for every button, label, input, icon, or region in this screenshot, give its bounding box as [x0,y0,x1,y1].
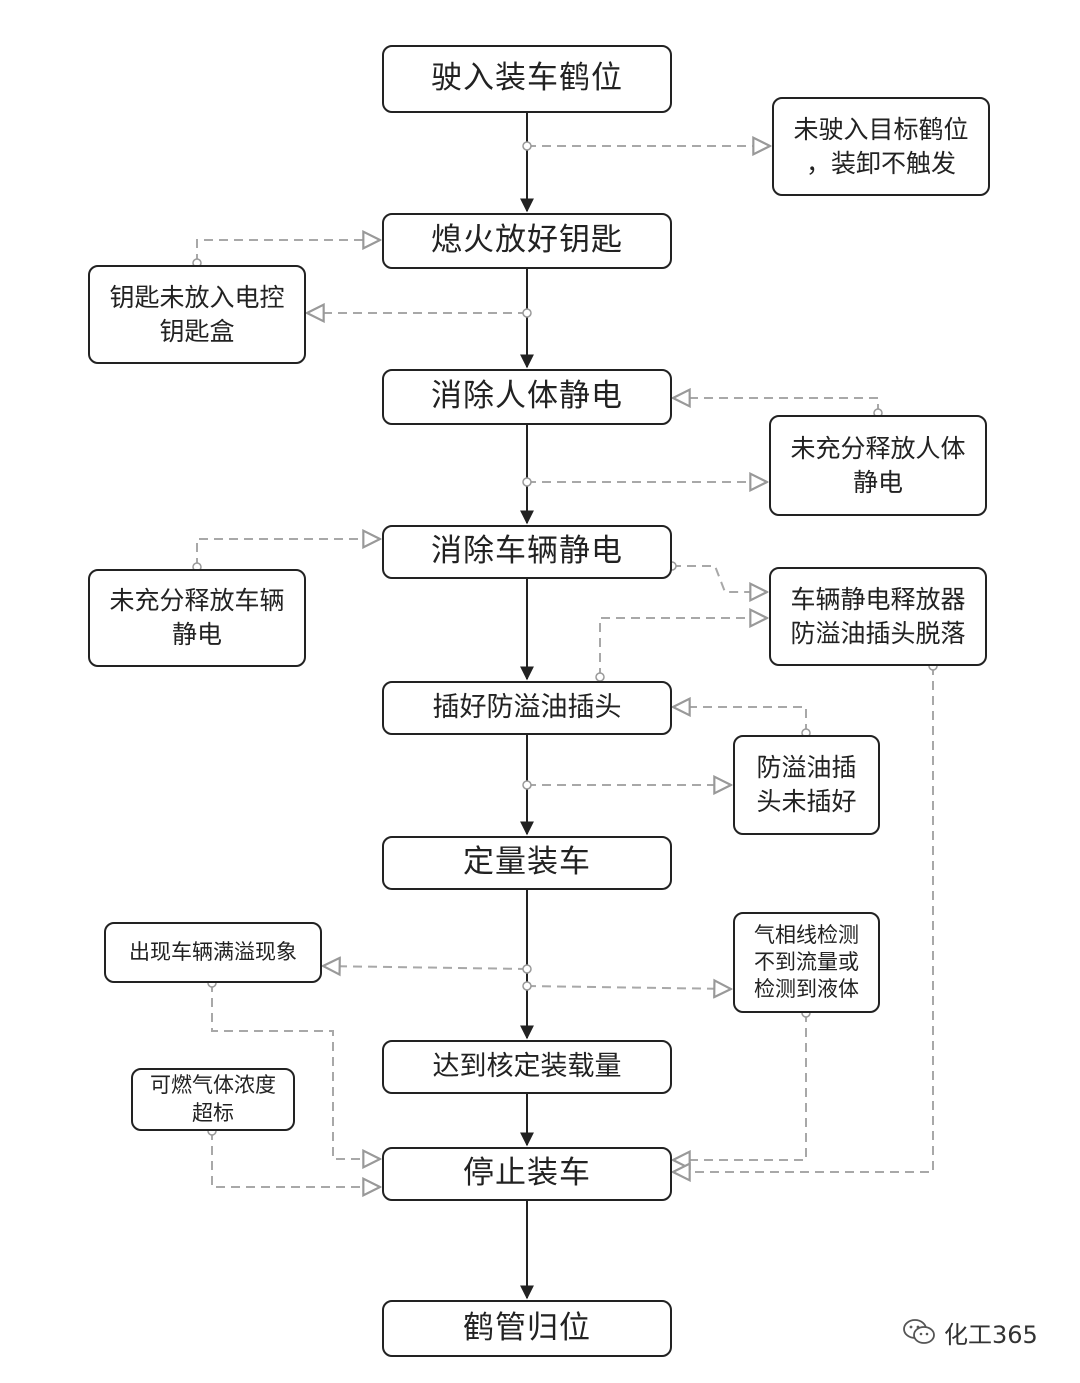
condition-plug-detached: 车辆静电释放器 防溢油插头脱落 [769,567,987,666]
dashed-link-13 [211,983,380,1159]
condition-label: 未充分释放人体 静电 [790,433,966,497]
condition-plug-not-inserted: 防溢油插 头未插好 [733,735,880,835]
step-label: 消除人体静电 [431,378,623,415]
dashed-link-6 [196,539,380,567]
dashed-link-16 [673,666,934,1172]
condition-label: 未驶入目标鹤位 ，装卸不触发 [793,114,969,178]
step-label: 定量装车 [463,844,591,881]
step-vehicle-static: 消除车辆静电 [382,525,672,579]
dashed-link-12 [526,986,731,989]
step-rated-load-reached: 达到核定装载量 [382,1040,672,1094]
condition-label: 气相线检测 不到流量或 检测到液体 [754,922,859,1002]
step-quantitative-loading: 定量装车 [382,836,672,890]
step-enter-loading-bay: 驶入装车鹤位 [382,45,672,113]
step-stop-loading: 停止装车 [382,1147,672,1201]
watermark: 化工365 [902,1316,1038,1349]
condition-vehicle-overflow: 出现车辆满溢现象 [104,922,322,983]
step-label: 消除车辆静电 [431,533,623,570]
step-label: 停止装车 [463,1155,591,1192]
dashed-link-9 [673,707,807,733]
condition-key-not-in-box: 钥匙未放入电控 钥匙盒 [88,265,306,364]
dashed-link-11 [323,966,528,969]
condition-vapor-line: 气相线检测 不到流量或 检测到液体 [733,912,880,1013]
step-overflow-plug: 插好防溢油插头 [382,681,672,735]
watermark-text: 化工365 [944,1320,1038,1349]
dashed-link-8 [599,618,767,677]
step-engine-off-key: 熄火放好钥匙 [382,213,672,269]
step-label: 驶入装车鹤位 [431,60,623,97]
dashed-link-14 [211,1131,380,1187]
dashed-link-4 [673,398,879,413]
condition-label: 未充分释放车辆 静电 [109,586,285,649]
dashed-link-7 [672,565,767,592]
step-label: 插好防溢油插头 [432,691,622,723]
dashed-link-2 [196,240,380,263]
condition-gas-concentration: 可燃气体浓度 超标 [131,1068,295,1131]
step-arm-return: 鹤管归位 [382,1300,672,1357]
condition-not-in-bay: 未驶入目标鹤位 ，装卸不触发 [772,97,990,196]
condition-label: 可燃气体浓度 超标 [150,1073,276,1125]
step-label: 达到核定装载量 [432,1050,622,1082]
condition-label: 钥匙未放入电控 钥匙盒 [109,282,285,346]
wechat-icon [903,1319,935,1344]
step-label: 熄火放好钥匙 [431,222,623,259]
condition-label: 出现车辆满溢现象 [129,939,297,964]
condition-label: 防溢油插 头未插好 [756,753,857,816]
step-body-static: 消除人体静电 [382,369,672,425]
condition-vehicle-static: 未充分释放车辆 静电 [88,569,306,667]
dashed-link-15 [673,1013,807,1160]
condition-label: 车辆静电释放器 防溢油插头脱落 [790,584,966,648]
condition-body-static: 未充分释放人体 静电 [769,415,987,516]
step-label: 鹤管归位 [463,1309,591,1346]
